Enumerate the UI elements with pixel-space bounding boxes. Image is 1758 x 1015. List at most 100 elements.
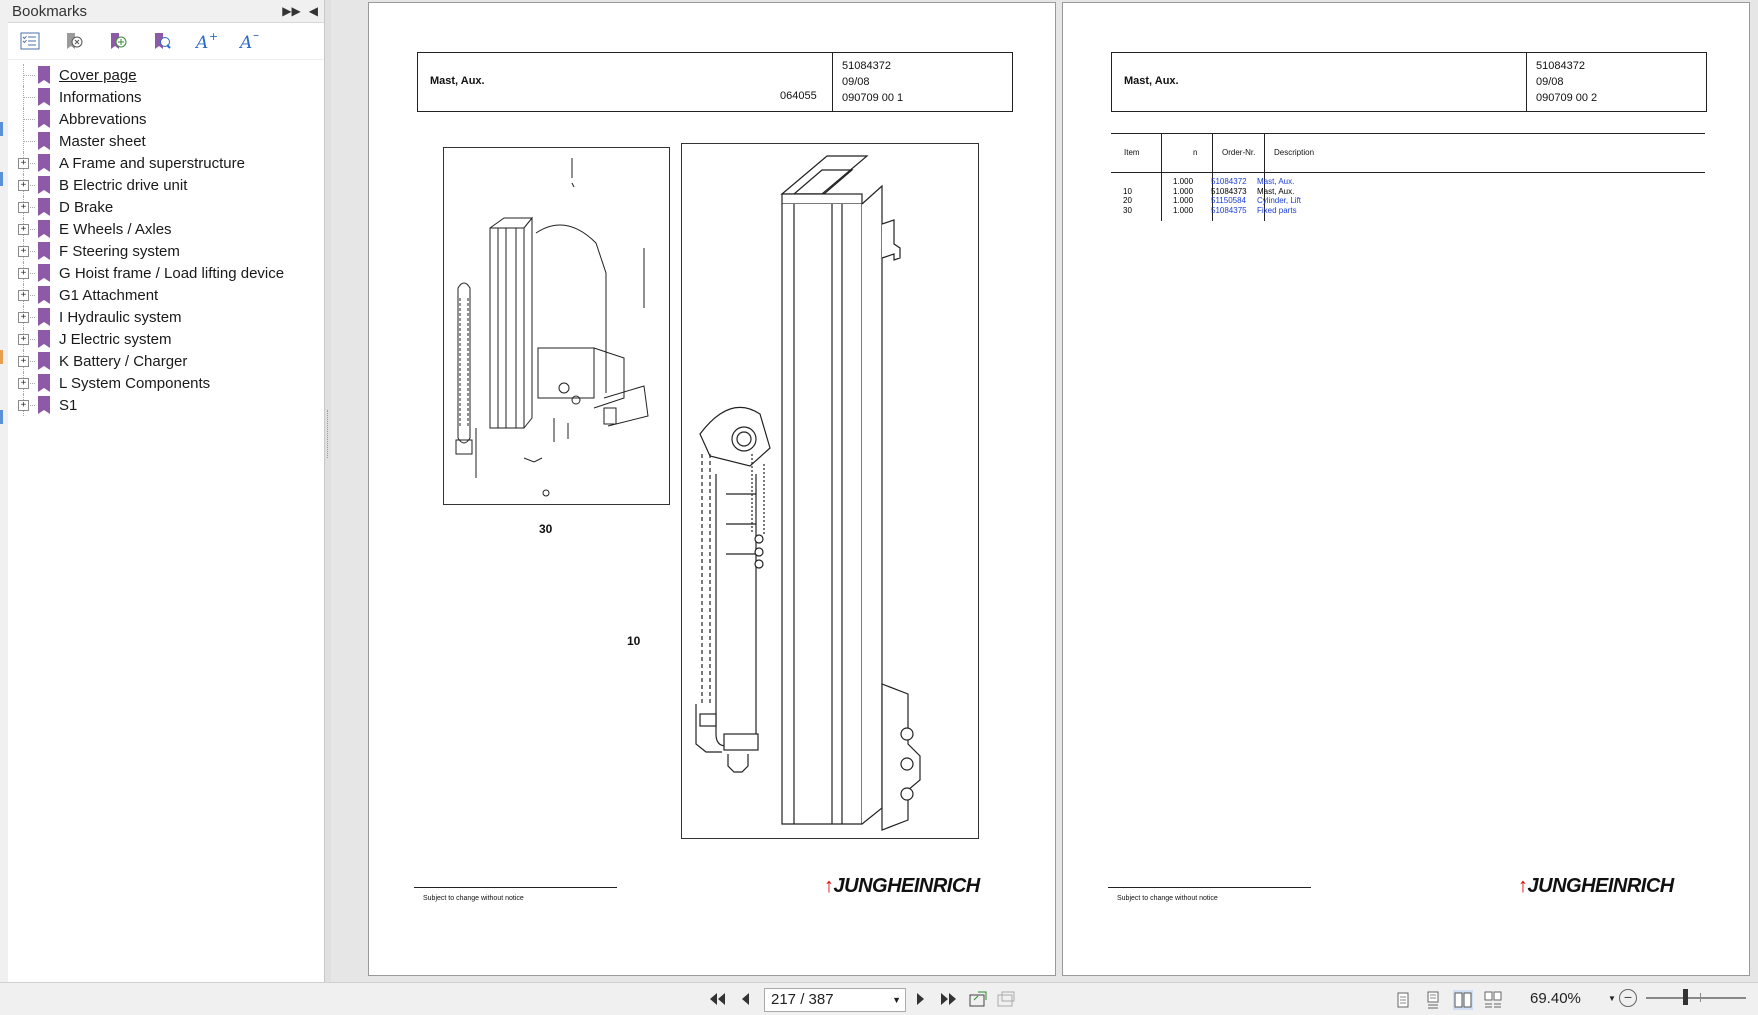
bookmark-label[interactable]: J Electric system: [59, 330, 172, 348]
bookmark-label[interactable]: A Frame and superstructure: [59, 154, 245, 172]
bookmark-item[interactable]: + G1 Attachment: [8, 284, 324, 306]
bookmark-label[interactable]: K Battery / Charger: [59, 352, 188, 370]
expand-icon[interactable]: +: [18, 201, 29, 213]
single-page-view-icon[interactable]: [1393, 990, 1413, 1010]
bookmark-icon: [38, 88, 50, 106]
two-page-view-icon[interactable]: [1453, 990, 1473, 1010]
footer-note: Subject to change without notice: [423, 895, 524, 902]
col-header-order: Order-Nr.: [1222, 148, 1256, 157]
zoom-level[interactable]: 69.40%: [1530, 990, 1581, 1007]
title-block: Mast, Aux. 51084372 09/08 090709 00 2: [1111, 52, 1707, 112]
bookmark-label[interactable]: S1: [59, 396, 78, 414]
bookmark-label[interactable]: I Hydraulic system: [59, 308, 182, 326]
increase-font-icon[interactable]: A+: [194, 29, 218, 53]
bookmark-item[interactable]: + F Steering system: [8, 240, 324, 262]
cell-order-number[interactable]: 51084372: [1211, 177, 1247, 186]
next-page-icon[interactable]: [910, 989, 930, 1009]
bookmark-item[interactable]: + S1: [8, 394, 324, 416]
bookmark-label[interactable]: E Wheels / Axles: [59, 220, 172, 238]
previous-view-icon[interactable]: [968, 989, 988, 1009]
zoom-slider-thumb[interactable]: [1683, 989, 1688, 1005]
bookmark-item[interactable]: Informations: [8, 86, 324, 108]
document-viewport[interactable]: Mast, Aux. 064055 51084372 09/08 090709 …: [331, 0, 1758, 982]
next-view-icon[interactable]: [996, 989, 1016, 1009]
bookmark-item[interactable]: Master sheet: [8, 130, 324, 152]
bookmark-item[interactable]: Abbrevations: [8, 108, 324, 130]
expand-icon[interactable]: +: [18, 399, 29, 411]
cell-quantity: 1.000: [1173, 196, 1194, 205]
bookmark-label[interactable]: G1 Attachment: [59, 286, 159, 304]
bookmark-icon: [38, 220, 50, 238]
cell-order-number[interactable]: 51084375: [1211, 205, 1247, 215]
continuous-view-icon[interactable]: [1423, 990, 1443, 1010]
expand-icon[interactable]: +: [18, 245, 29, 257]
expand-icon[interactable]: +: [18, 311, 29, 323]
edge-marker: [0, 410, 3, 424]
page-number-field[interactable]: 217 / 387 ▼: [764, 988, 906, 1012]
expand-icon[interactable]: +: [18, 157, 29, 169]
cell-description[interactable]: Mast, Aux.: [1257, 177, 1295, 186]
two-page-continuous-view-icon[interactable]: [1483, 990, 1503, 1010]
bookmark-label[interactable]: G Hoist frame / Load lifting device: [59, 264, 285, 282]
previous-page-icon[interactable]: [736, 989, 756, 1009]
expand-panel-icon[interactable]: ▶▶: [282, 4, 301, 18]
bookmark-item[interactable]: + B Electric drive unit: [8, 174, 324, 196]
expand-icon[interactable]: +: [18, 355, 29, 367]
expand-icon[interactable]: +: [18, 333, 29, 345]
edge-marker: [0, 172, 3, 186]
zoom-dropdown-icon[interactable]: ▼: [1608, 994, 1616, 1003]
expand-icon[interactable]: +: [18, 223, 29, 235]
new-bookmark-icon[interactable]: [106, 29, 130, 53]
bookmark-label[interactable]: Cover page: [59, 66, 137, 84]
panel-splitter[interactable]: [325, 0, 331, 982]
expand-icon[interactable]: +: [18, 377, 29, 389]
bookmark-item[interactable]: + A Frame and superstructure: [8, 152, 324, 174]
page-indicator[interactable]: 217 / 387: [771, 991, 834, 1008]
zoom-out-icon[interactable]: −: [1619, 989, 1637, 1007]
bookmark-label[interactable]: D Brake: [59, 198, 114, 216]
tree-connector: [23, 383, 35, 384]
cell-description[interactable]: Fixed parts: [1257, 205, 1297, 215]
bookmark-icon: [38, 242, 50, 260]
bookmark-item[interactable]: + K Battery / Charger: [8, 350, 324, 372]
bookmark-item[interactable]: + E Wheels / Axles: [8, 218, 324, 240]
svg-text:A: A: [239, 33, 252, 51]
bookmark-label[interactable]: B Electric drive unit: [59, 176, 188, 194]
first-page-icon[interactable]: [708, 989, 728, 1009]
navigation-statusbar: 217 / 387 ▼ 69.40% ▼ −: [0, 982, 1758, 1015]
bookmark-item[interactable]: + D Brake: [8, 196, 324, 218]
bookmark-item[interactable]: + G Hoist frame / Load lifting device: [8, 262, 324, 284]
page-left: Mast, Aux. 064055 51084372 09/08 090709 …: [368, 2, 1056, 976]
cell-description[interactable]: Cylinder, Lift: [1257, 196, 1302, 205]
expand-icon[interactable]: +: [18, 267, 29, 279]
delete-bookmark-icon[interactable]: [62, 29, 86, 53]
find-bookmark-icon[interactable]: [150, 29, 174, 53]
col-header-description: Description: [1274, 148, 1315, 157]
bookmark-label[interactable]: F Steering system: [59, 242, 180, 260]
page-title: Mast, Aux.: [1124, 75, 1179, 87]
bookmark-item[interactable]: + L System Components: [8, 372, 324, 394]
mast-assembly-drawing: [681, 143, 979, 839]
bookmark-item[interactable]: + I Hydraulic system: [8, 306, 324, 328]
bookmark-label[interactable]: Abbrevations: [59, 110, 147, 128]
cell-order-number[interactable]: 51150584: [1211, 196, 1246, 205]
tree-connector: [23, 405, 35, 406]
bookmark-item[interactable]: + J Electric system: [8, 328, 324, 350]
bookmark-label[interactable]: L System Components: [59, 374, 211, 392]
bookmark-item[interactable]: Cover page: [8, 64, 324, 86]
tree-connector: [23, 361, 35, 362]
bookmark-label[interactable]: Informations: [59, 88, 142, 106]
bookmark-label[interactable]: Master sheet: [59, 132, 146, 150]
splitter-grip[interactable]: [327, 410, 330, 458]
zoom-slider-track[interactable]: [1646, 997, 1746, 999]
bookmark-options-icon[interactable]: [18, 29, 42, 53]
expand-icon[interactable]: +: [18, 179, 29, 191]
title-block-meta: 51084372 09/08 090709 00 2: [1536, 58, 1597, 106]
exploded-view-fixed-parts: [443, 147, 670, 505]
collapse-panel-icon[interactable]: ◀: [308, 4, 318, 18]
last-page-icon[interactable]: [938, 989, 958, 1009]
chevron-down-icon[interactable]: ▼: [892, 995, 901, 1005]
decrease-font-icon[interactable]: A–: [238, 29, 262, 53]
expand-icon[interactable]: +: [18, 289, 29, 301]
